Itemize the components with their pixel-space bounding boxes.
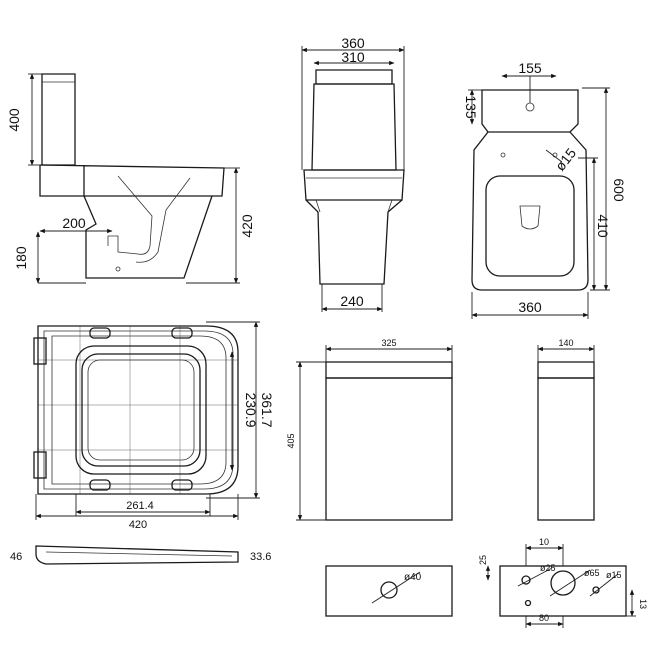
seat-buffer-tl [89, 327, 111, 339]
cistern-base-hole-65 [550, 570, 576, 596]
seat-outer-outline [37, 325, 239, 495]
front-seat-band [303, 169, 405, 201]
cistern-lid-dim-40: ø40 [404, 572, 422, 583]
seat-grid [38, 326, 238, 494]
front-view: 360 310 240 [301, 35, 405, 312]
seat-dim-420: 420 [129, 519, 147, 531]
top-dim-135: 135 [463, 95, 479, 119]
top-pan-outline [471, 131, 589, 291]
cistern-front-lid [325, 361, 453, 379]
cistern-lid-outline [325, 565, 453, 617]
top-bowl [485, 175, 575, 277]
seat-buffer-bl [89, 479, 111, 491]
seat-top-view: 230.9 361.7 261.4 420 [33, 321, 275, 531]
top-dim-hole: ø15 [552, 145, 580, 174]
cistern-side-dim-140: 140 [558, 338, 573, 348]
seat-buffer-tr [171, 327, 193, 339]
seat-lid-panel [75, 345, 207, 475]
side-cistern-outline [41, 73, 76, 166]
top-dim-360: 360 [518, 299, 542, 315]
front-cistern-lid [315, 69, 393, 85]
seat-side-profile: 46 33.6 [10, 545, 271, 565]
side-fixing-hole [115, 266, 121, 272]
seat-buffer-br [171, 479, 193, 491]
front-dim-360: 360 [341, 35, 365, 51]
seat-side-outline [35, 545, 239, 565]
cistern-base-top: 10 25 ø25 ø65 ø15 80 13 [478, 537, 648, 628]
seat-side-dim-33-6: 33.6 [250, 551, 271, 563]
seat-hinge-top [33, 337, 47, 365]
cistern-base-dim-hole-65: ø65 [584, 568, 600, 578]
top-left-hole [500, 152, 506, 158]
top-waterway [519, 205, 541, 230]
top-tap-hole [525, 102, 535, 112]
top-view: ø15 155 135 600 410 360 [463, 60, 627, 319]
cistern-lid-button-hole [380, 581, 398, 599]
seat-side-dim-46: 46 [10, 551, 22, 563]
cistern-base-dim-hole-15: ø15 [606, 570, 622, 580]
cistern-base-hole-15 [592, 586, 600, 594]
front-dim-310: 310 [341, 49, 365, 65]
cistern-front-body [325, 377, 453, 521]
cistern-base-dim-10: 10 [539, 537, 549, 547]
cistern-base-dim-80: 80 [539, 613, 549, 623]
cistern-base-dim-25-v: 25 [478, 555, 488, 565]
cistern-side-lid [537, 361, 595, 379]
cistern-side-body [537, 377, 595, 521]
cistern-front-dim-405: 405 [286, 433, 296, 448]
side-dim-200: 200 [62, 215, 86, 231]
seat-inner-opening [81, 353, 201, 467]
front-cistern-body [311, 83, 397, 171]
side-dim-400: 400 [6, 108, 22, 132]
side-pan-body [83, 195, 213, 279]
cistern-side-view: 140 [537, 338, 595, 521]
cistern-base-hole-small [524, 599, 532, 607]
seat-dim-361-7: 361.7 [259, 392, 275, 427]
side-pan-rim [39, 164, 225, 197]
seat-dim-261-4: 261.4 [126, 500, 154, 512]
cistern-front-dim-325: 325 [381, 338, 396, 348]
front-dim-240: 240 [340, 293, 364, 309]
top-dim-155: 155 [518, 60, 542, 76]
cistern-lid-top: ø40 [325, 565, 453, 617]
cistern-base-dim-hole-25: ø25 [540, 563, 556, 573]
seat-dim-230-9: 230.9 [243, 392, 259, 427]
side-trap-outer [135, 177, 191, 263]
front-pan-body [305, 199, 403, 285]
top-dim-410: 410 [595, 214, 611, 238]
seat-hinge-bottom [33, 451, 47, 479]
side-dim-420: 420 [239, 214, 255, 238]
cistern-base-dim-13: 13 [638, 599, 648, 609]
side-view: 400 200 420 180 [6, 73, 255, 284]
cistern-front-view: 325 405 [286, 338, 453, 521]
side-trap-inner [107, 175, 153, 255]
side-pan-back [39, 165, 84, 197]
top-dim-600: 600 [611, 178, 627, 202]
side-dim-180: 180 [13, 246, 29, 270]
